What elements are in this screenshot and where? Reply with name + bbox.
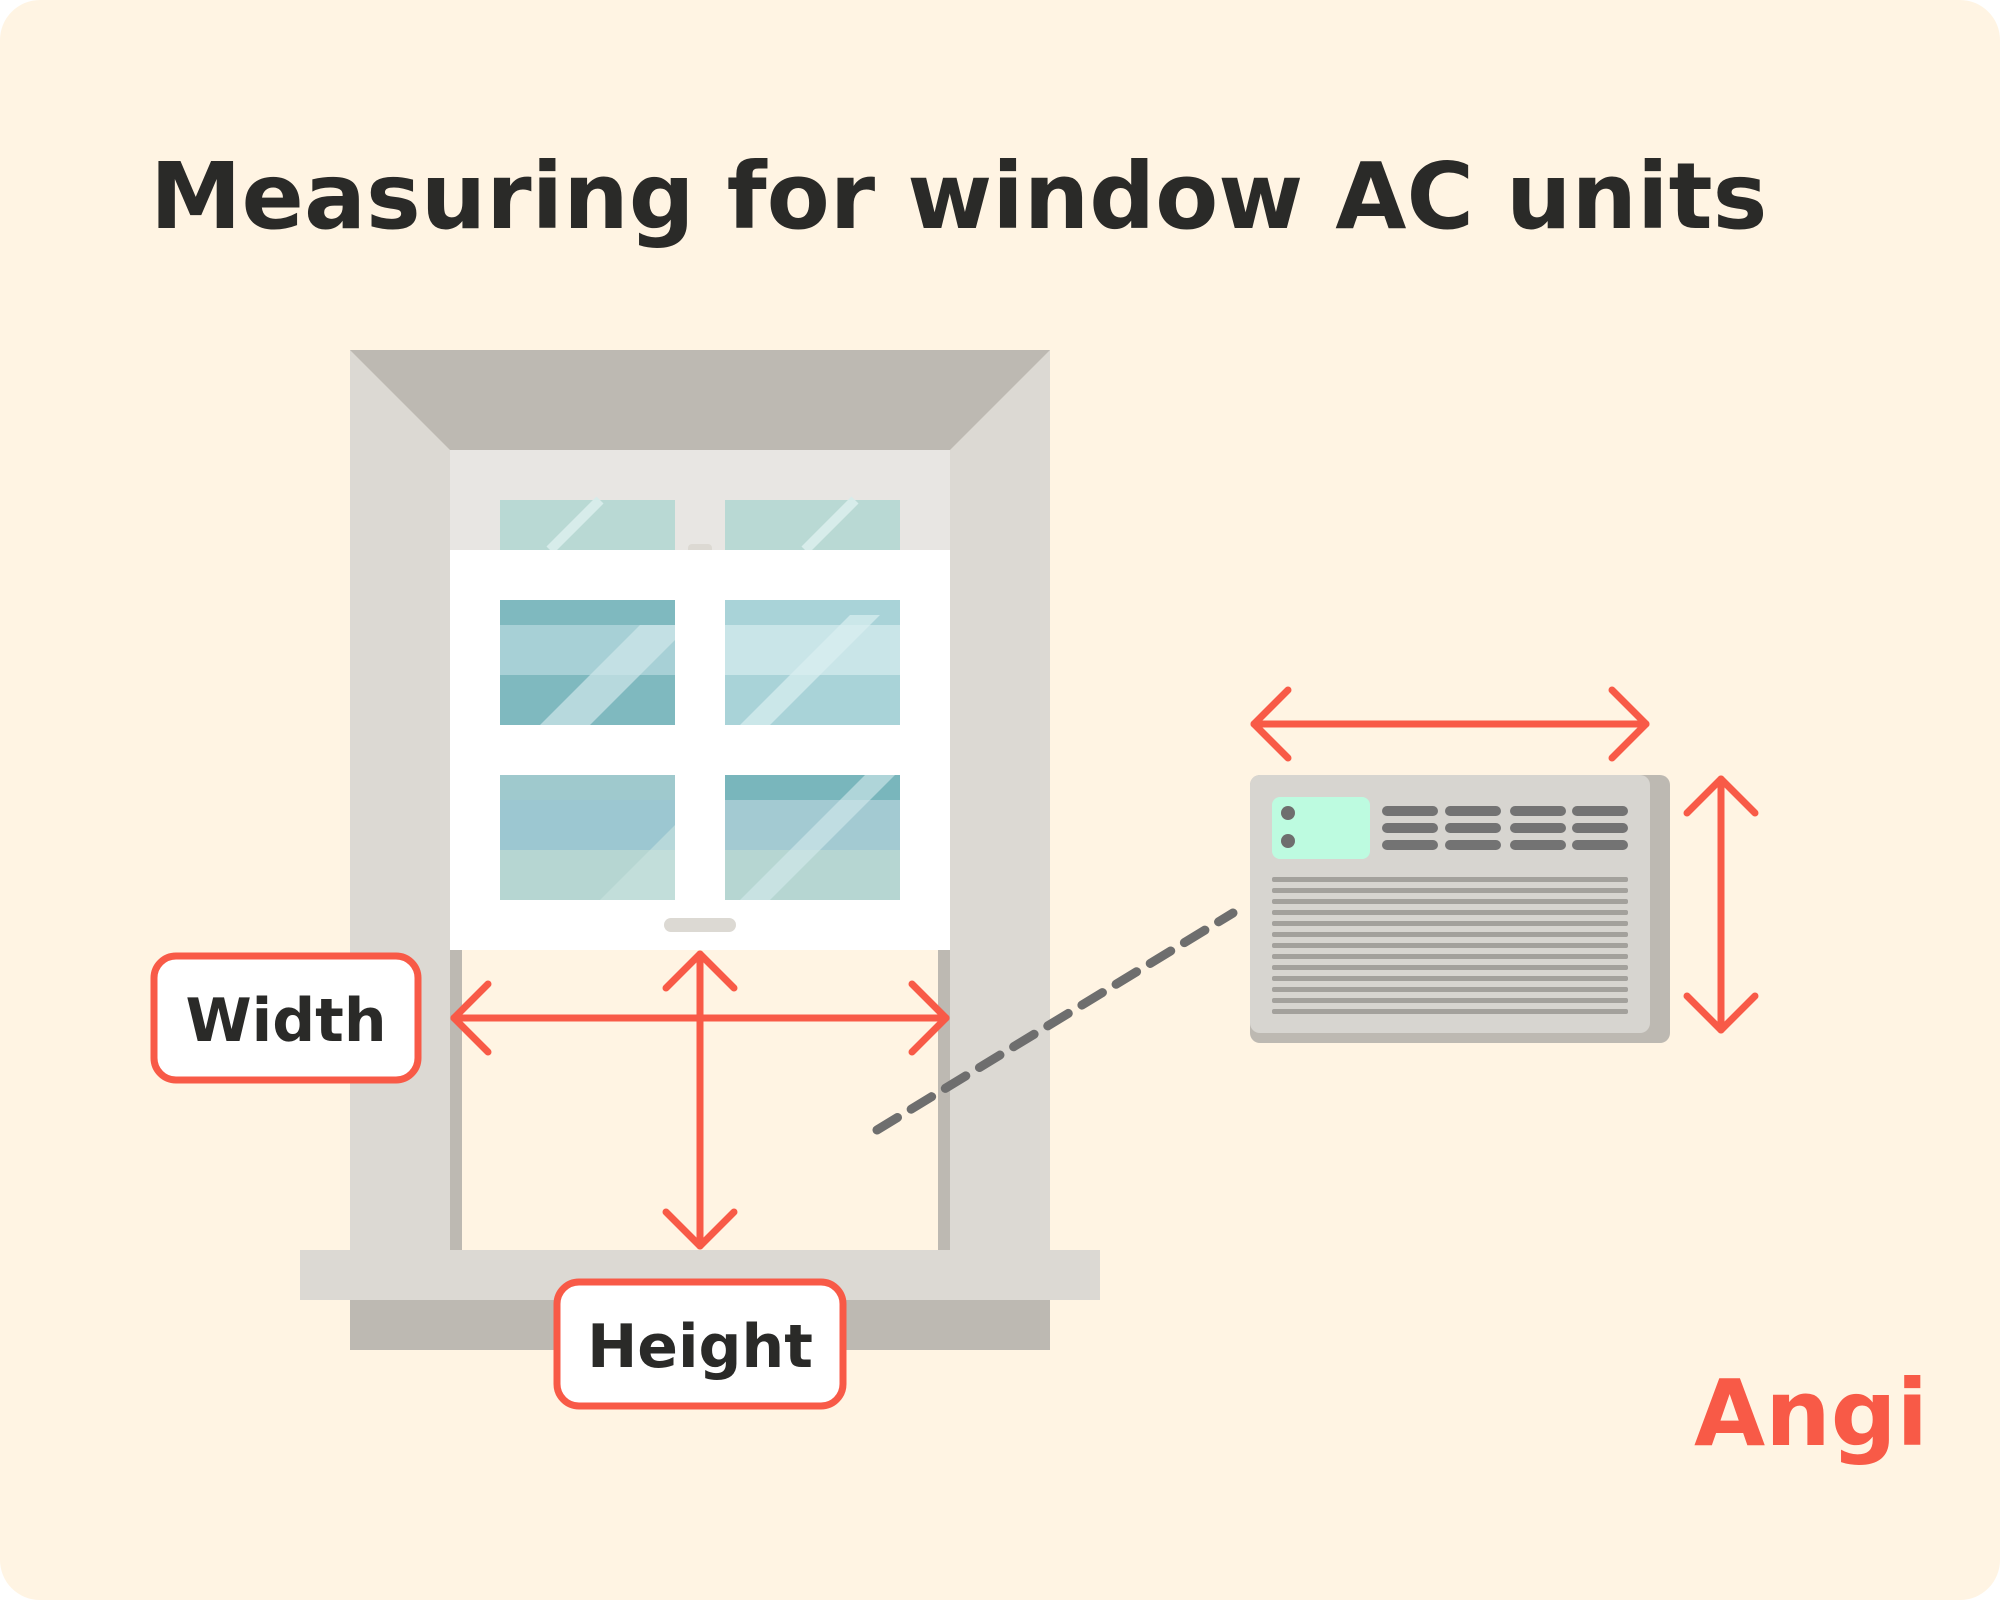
sash-handle — [664, 918, 736, 932]
ac-grille — [1272, 877, 1628, 1014]
glass-pane — [725, 600, 900, 725]
ac-top-vents — [1382, 806, 1628, 850]
glass-pane — [500, 775, 675, 900]
ac-button — [1281, 806, 1295, 820]
height-label-text: Height — [587, 1312, 813, 1382]
upper-pane-glare — [546, 496, 604, 554]
width-label-text: Width — [185, 986, 386, 1056]
window-jamb-right — [938, 950, 950, 1250]
glass-pane — [725, 775, 900, 900]
upper-pane-glare — [801, 496, 859, 554]
window-jamb-left — [450, 950, 462, 1250]
ac-control-panel — [1272, 797, 1370, 859]
ac-button — [1281, 834, 1295, 848]
width-arrow-ac — [1250, 686, 1650, 762]
width-label: Width — [150, 952, 422, 1084]
window-ac-unit-icon — [1250, 775, 1670, 1043]
page-title: Measuring for window AC units — [150, 143, 1767, 250]
dashed-connector — [872, 908, 1238, 1135]
window-header-bevel — [350, 350, 1050, 450]
height-label: Height — [553, 1278, 847, 1410]
glass-pane — [500, 600, 675, 725]
angi-logo: Angi — [1694, 1360, 1928, 1467]
height-arrow-window — [662, 950, 738, 1250]
height-arrow-ac — [1683, 775, 1759, 1034]
